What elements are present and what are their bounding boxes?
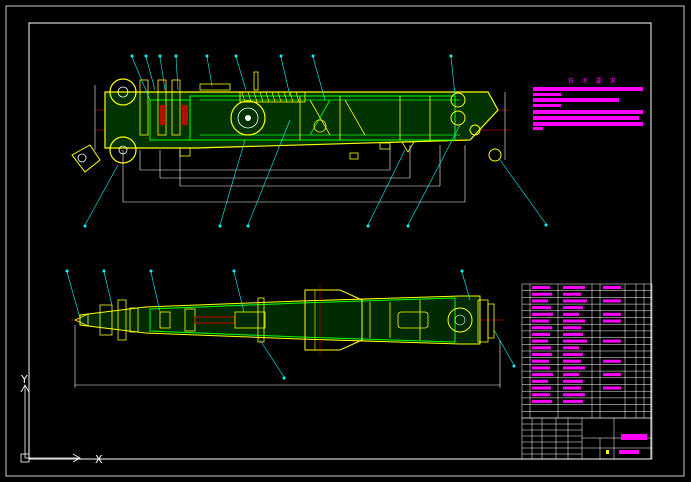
bom-entry-spec — [563, 286, 585, 290]
part-leaders-front — [84, 56, 547, 226]
outer-frame — [5, 5, 685, 477]
bom-entry-spec — [563, 312, 579, 316]
req-line-8 — [533, 127, 543, 130]
bom-entry-name — [532, 353, 552, 357]
req-line-5 — [533, 110, 643, 114]
dimension-lines-front — [94, 85, 506, 203]
inner-frame — [28, 22, 652, 460]
boom-front-view — [71, 71, 510, 173]
bom-entry-spec — [563, 319, 585, 323]
part-balloons-top — [65, 269, 516, 380]
bom-entry-spec — [563, 332, 583, 336]
bom-entry-material — [603, 286, 621, 290]
bom-entry-spec — [563, 346, 579, 350]
bom-entry-spec — [563, 379, 583, 383]
bom-entry-spec — [563, 326, 581, 330]
bom-entry-spec — [563, 299, 587, 303]
bom-entry-name — [532, 319, 549, 323]
req-line-1 — [533, 87, 643, 91]
req-line-2 — [533, 93, 561, 96]
bom-entry-name — [532, 366, 550, 370]
bom-entry-name — [532, 386, 551, 390]
bom-entry-name — [532, 312, 553, 316]
part-leaders-top — [66, 271, 515, 378]
bom-entry-material — [603, 359, 621, 363]
bom-entry-name — [532, 299, 548, 303]
bom-entry-material — [603, 386, 621, 390]
bom-entry-name — [532, 379, 548, 383]
bom-entry-spec — [563, 353, 583, 357]
part-balloons-front — [83, 54, 548, 228]
dimension-lines-top — [74, 325, 501, 388]
bom-entry-spec — [563, 399, 583, 403]
bom-entry-material — [603, 319, 621, 323]
boom-top-view — [70, 285, 505, 355]
bom-entry-spec — [563, 366, 585, 370]
bom-entry-material — [603, 299, 621, 303]
bom-entry-name — [532, 399, 552, 403]
req-line-3 — [533, 98, 619, 102]
bom-entry-name — [532, 326, 552, 330]
req-line-6 — [533, 116, 639, 120]
bom-entry-spec — [563, 339, 587, 343]
bom-entry-material — [603, 373, 621, 377]
bom-entry-name — [532, 332, 550, 336]
req-line-7 — [533, 122, 643, 126]
bom-entry-name — [532, 286, 550, 290]
bom-entry-spec — [563, 386, 581, 390]
bom-entry-spec — [563, 393, 585, 397]
title-block-mark — [606, 450, 609, 454]
bom-entry-name — [532, 346, 551, 350]
tech-requirements: 技 术 要 求 — [533, 77, 643, 130]
bom-entry-spec — [563, 306, 583, 310]
req-line-4 — [533, 104, 561, 107]
bom-entry-name — [532, 339, 548, 343]
parts-list-fill — [532, 286, 621, 403]
bom-entry-name — [532, 373, 553, 377]
tech-requirements-title: 技 术 要 求 — [568, 77, 619, 85]
bom-entry-spec — [563, 359, 581, 363]
ucs-y-label: Y — [20, 373, 28, 386]
bom-entry-name — [532, 306, 551, 310]
parts-list-table — [521, 283, 653, 419]
ucs-icon — [20, 384, 81, 463]
bom-entry-spec — [563, 373, 579, 377]
bom-entry-name — [532, 359, 549, 363]
title-block-drawing-number — [619, 450, 639, 454]
bom-entry-material — [603, 312, 621, 316]
bom-entry-name — [532, 393, 550, 397]
bom-entry-name — [532, 292, 552, 296]
bom-entry-material — [603, 339, 621, 343]
bom-entry-spec — [563, 292, 581, 296]
ucs-x-label: X — [95, 453, 103, 466]
title-block-drawing-name — [621, 434, 647, 440]
